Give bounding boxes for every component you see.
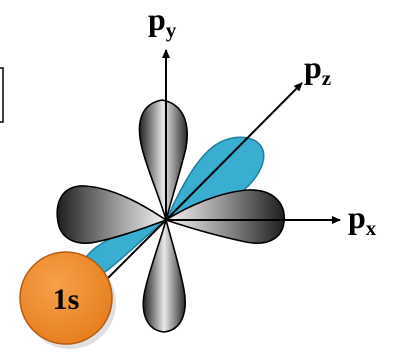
s-orbital-label: 1s: [53, 283, 80, 316]
pz-label: pz: [304, 49, 331, 90]
px-lobe-left: [56, 185, 168, 244]
px-label: px: [348, 199, 377, 240]
pz-axis-back: [107, 219, 167, 279]
frame-fragment: [0, 67, 4, 123]
py-lobe-upper: [138, 99, 188, 224]
s-orbital: 1s: [19, 251, 116, 349]
pz-axis: [165, 82, 303, 221]
py-lobe-lower: [142, 216, 186, 333]
px-lobe-right: [164, 189, 285, 244]
py-label: py: [148, 1, 177, 42]
